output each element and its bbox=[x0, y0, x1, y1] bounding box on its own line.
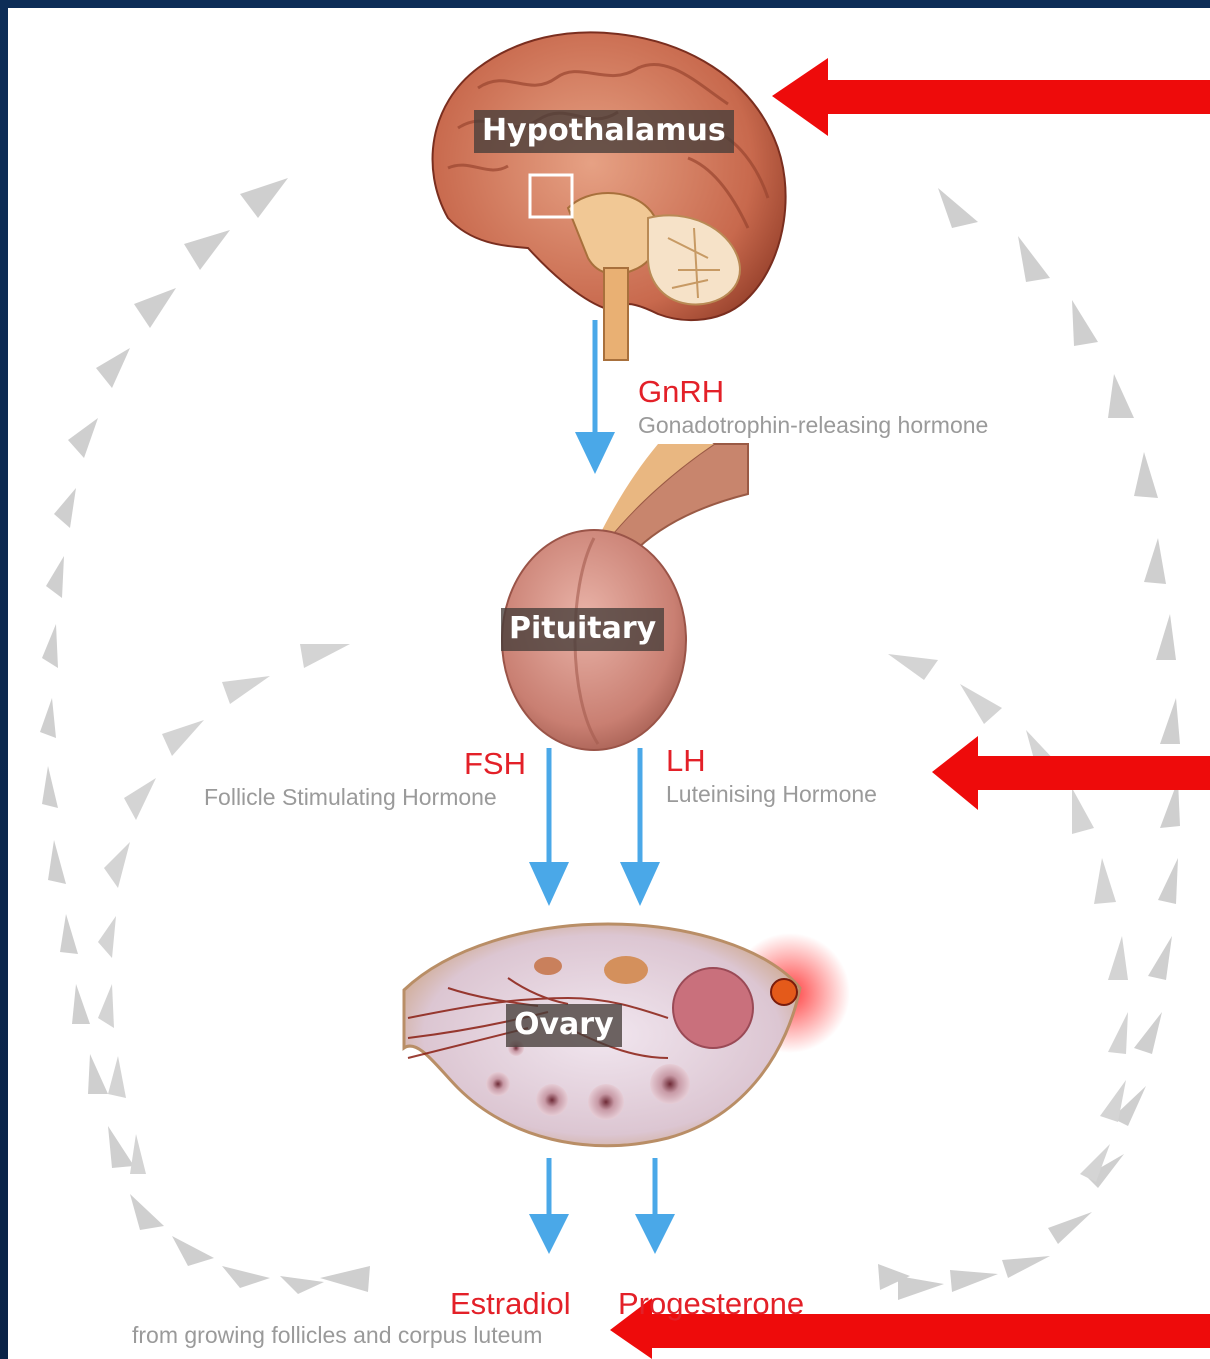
estradiol-down-arrow bbox=[529, 1158, 569, 1254]
ovary-illustration bbox=[404, 924, 850, 1146]
diagram-art bbox=[8, 8, 1210, 1359]
lh-full-name: Luteinising Hormone bbox=[666, 783, 877, 806]
gnrh-full-name: Gonadotrophin-releasing hormone bbox=[638, 414, 988, 437]
fsh-label: FSH bbox=[464, 748, 526, 779]
gnrh-label: GnRH bbox=[638, 376, 724, 407]
feedback-loop-outer-left bbox=[40, 178, 370, 1294]
estradiol-source: from growing follicles and corpus luteum bbox=[132, 1324, 542, 1347]
hypothalamus-pointer-arrow bbox=[772, 58, 1210, 136]
pituitary-label: Pituitary bbox=[501, 608, 664, 651]
estradiol-label: Estradiol bbox=[450, 1288, 571, 1319]
feedback-loop-inner-right bbox=[888, 654, 1128, 1182]
hypothalamus-label: Hypothalamus bbox=[474, 110, 734, 153]
progesterone-down-arrow bbox=[635, 1158, 675, 1254]
fsh-full-name: Follicle Stimulating Hormone bbox=[204, 786, 497, 809]
lh-pointer-arrow bbox=[932, 736, 1210, 810]
fsh-down-arrow bbox=[529, 748, 569, 906]
feedback-loop-outer-right bbox=[878, 188, 1180, 1300]
progesterone-label: Progesterone bbox=[618, 1288, 804, 1319]
lh-down-arrow bbox=[620, 748, 660, 906]
ovary-label: Ovary bbox=[506, 1004, 622, 1047]
feedback-loop-inner-left bbox=[98, 644, 350, 1174]
brain-illustration bbox=[433, 32, 786, 360]
pituitary-illustration bbox=[502, 444, 748, 750]
diagram-panel: Hypothalamus Pituitary Ovary GnRH Gonado… bbox=[8, 8, 1210, 1359]
lh-label: LH bbox=[666, 745, 706, 776]
